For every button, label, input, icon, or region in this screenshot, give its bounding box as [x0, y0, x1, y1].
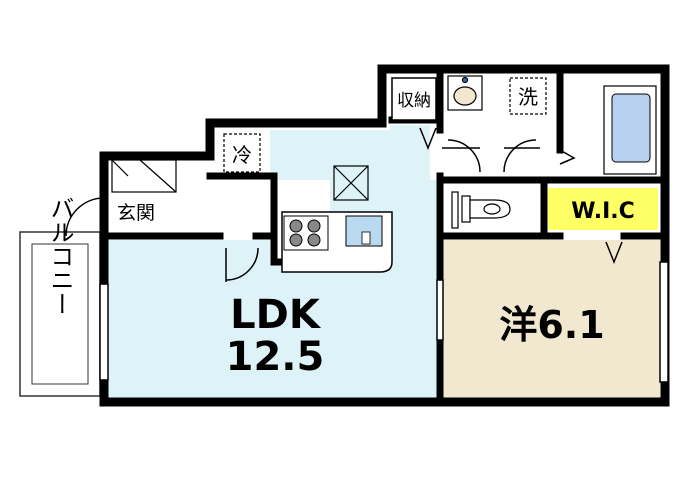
wic-floor — [548, 188, 658, 230]
windows — [99, 261, 669, 383]
kitchen-counter — [281, 211, 393, 273]
wic-label: W.I.C — [571, 199, 635, 224]
walls — [99, 64, 670, 407]
entrance-label: 玄関 — [117, 202, 155, 224]
stove-icon — [289, 219, 321, 247]
balcony-floor — [20, 232, 100, 396]
ldk-floor — [108, 125, 437, 398]
fridge-space — [223, 133, 261, 173]
washer-space — [509, 77, 547, 115]
ldk-area: 12.5 — [226, 334, 325, 380]
western-room-name: 洋6.1 — [499, 303, 604, 347]
doors — [65, 127, 623, 282]
entrance-storage — [111, 159, 177, 193]
balcony-inner-rail — [31, 243, 89, 385]
range-hood — [333, 165, 369, 201]
washbasin — [447, 75, 483, 111]
balcony-label: バルコニー — [46, 196, 74, 316]
fridge-label: 冷 — [232, 143, 252, 167]
washer-label: 洗 — [518, 85, 538, 109]
ldk-name: LDK — [230, 292, 322, 338]
toilet-icon — [451, 191, 511, 229]
storage-label: 収納 — [397, 91, 431, 111]
storage-closet — [391, 77, 437, 121]
western-room-floor — [443, 240, 660, 398]
bathtub — [603, 85, 657, 175]
